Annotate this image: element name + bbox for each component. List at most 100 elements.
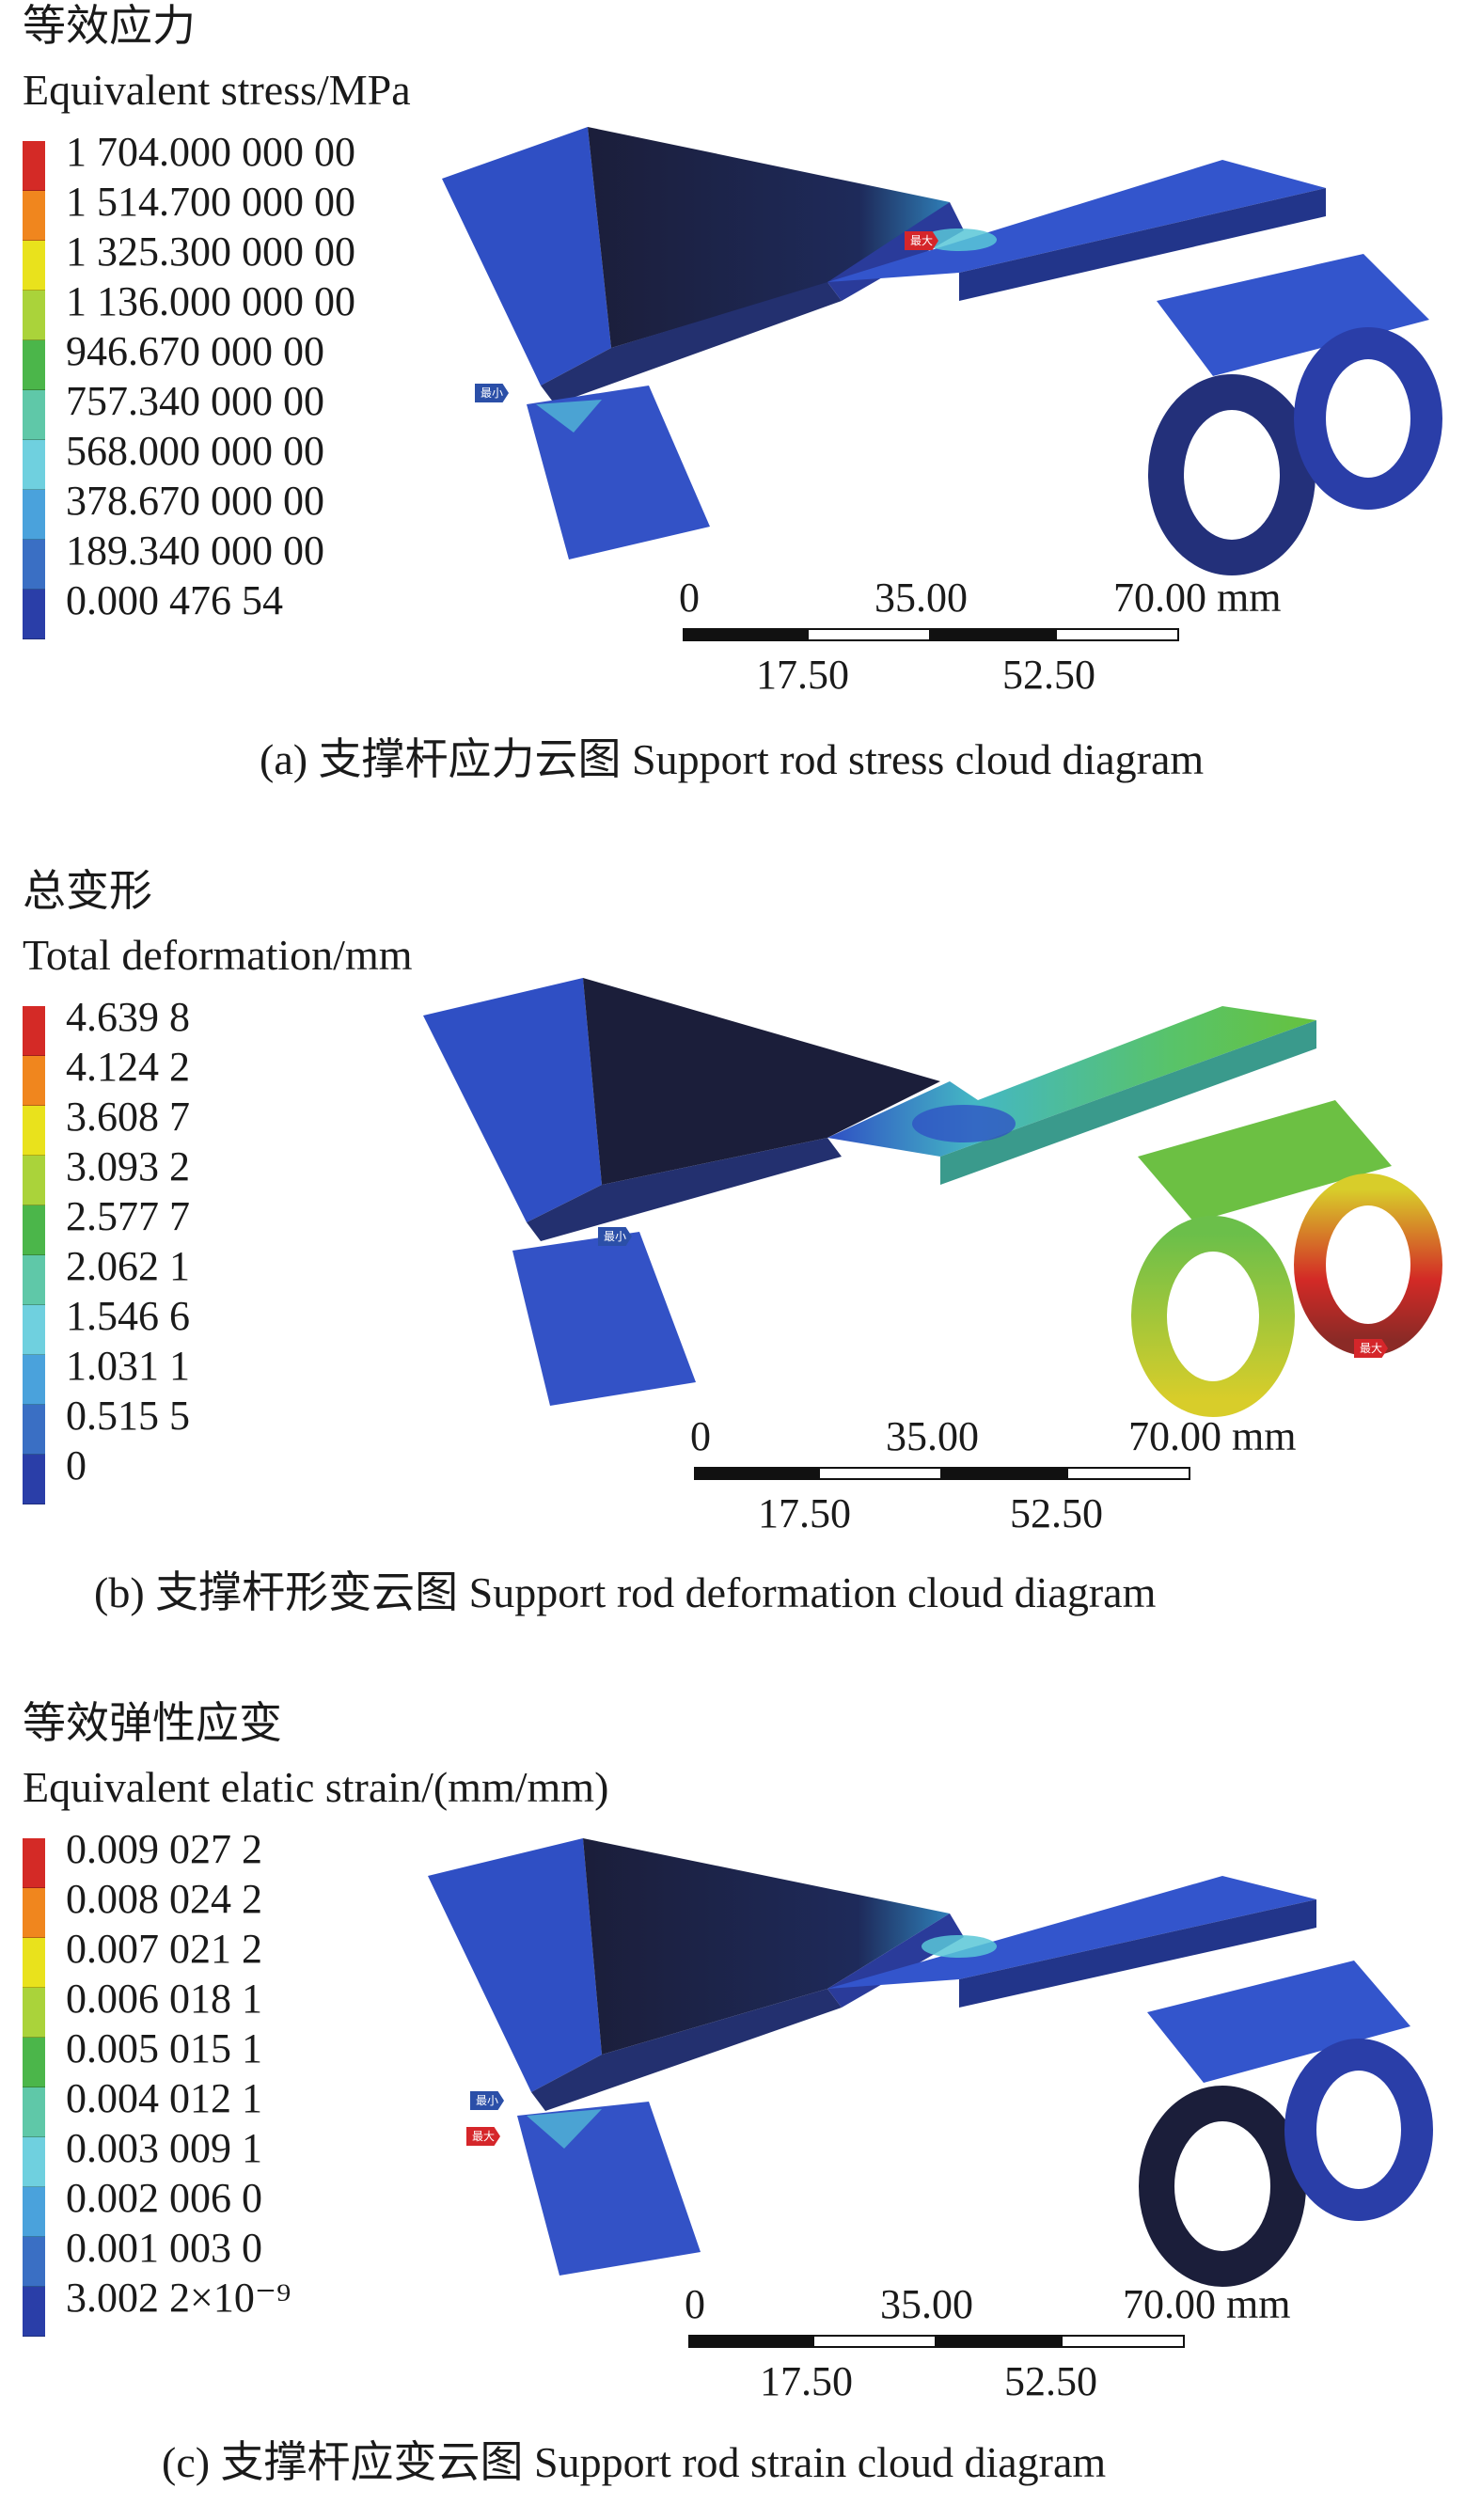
legend-label: 3.002 2×10⁻⁹ bbox=[66, 2275, 291, 2321]
legend-swatch bbox=[23, 1405, 45, 1455]
legend-label: 1.546 6 bbox=[66, 1293, 190, 1339]
scale-label-70: 70.00 mm bbox=[1123, 2281, 1291, 2327]
legend-swatch bbox=[23, 1355, 45, 1405]
scale-seg-2 bbox=[807, 628, 931, 641]
strain-title-en: Equivalent elatic strain/(mm/mm) bbox=[23, 1763, 609, 1811]
legend-swatch bbox=[23, 2087, 45, 2137]
legend-label: 378.670 000 00 bbox=[66, 478, 324, 524]
scale-seg-2 bbox=[818, 1467, 942, 1480]
legend-label: 0 bbox=[66, 1442, 87, 1488]
legend-label: 189.340 000 00 bbox=[66, 528, 324, 574]
stress-model-render bbox=[442, 127, 1442, 575]
legend-swatch bbox=[23, 1106, 45, 1156]
strain-scale-bar: 0 35.00 70.00 mm 17.50 52.50 bbox=[685, 2281, 1290, 2423]
scale-label-35: 35.00 bbox=[880, 2281, 973, 2327]
scale-label-52-5: 52.50 bbox=[1010, 1490, 1103, 1536]
legend-label: 0.007 021 2 bbox=[66, 1926, 262, 1972]
legend-label: 0.005 015 1 bbox=[66, 2025, 262, 2071]
legend-swatch bbox=[23, 191, 45, 241]
legend-swatch bbox=[23, 1988, 45, 2038]
legend-swatch bbox=[23, 2137, 45, 2187]
scale-label-52-5: 52.50 bbox=[1004, 2358, 1097, 2404]
deformation-model-render bbox=[423, 978, 1442, 1417]
legend-label: 0.002 006 0 bbox=[66, 2175, 262, 2221]
stress-title-en: Equivalent stress/MPa bbox=[23, 66, 411, 114]
scale-label-70: 70.00 mm bbox=[1128, 1413, 1297, 1459]
legend-swatch bbox=[23, 1156, 45, 1205]
legend-swatch bbox=[23, 1006, 45, 1056]
legend-label: 2.577 7 bbox=[66, 1193, 190, 1239]
legend-label: 3.608 7 bbox=[66, 1094, 190, 1140]
scale-seg-1 bbox=[683, 628, 807, 641]
legend-label: 1 325.300 000 00 bbox=[66, 228, 355, 275]
legend-swatch bbox=[23, 2187, 45, 2237]
scale-seg-1 bbox=[694, 1467, 818, 1480]
scale-label-0: 0 bbox=[685, 2281, 705, 2327]
scale-seg-4 bbox=[1055, 628, 1179, 641]
legend-label: 0.515 5 bbox=[66, 1393, 190, 1439]
legend-label: 1 514.700 000 00 bbox=[66, 179, 355, 225]
stress-title-cn: 等效应力 bbox=[23, 2, 196, 50]
legend-swatch bbox=[23, 291, 45, 340]
scale-label-17-5: 17.50 bbox=[756, 652, 849, 698]
strain-caption: (c) 支撑杆应变云图 Support rod strain cloud dia… bbox=[162, 2438, 1107, 2486]
scale-seg-1 bbox=[688, 2335, 812, 2348]
legend-swatch bbox=[23, 440, 45, 490]
legend-swatch bbox=[23, 2237, 45, 2287]
legend-label: 3.093 2 bbox=[66, 1143, 190, 1189]
legend-swatch bbox=[23, 390, 45, 440]
legend-swatch bbox=[23, 1305, 45, 1355]
scale-label-17-5: 17.50 bbox=[760, 2358, 853, 2404]
scale-label-35: 35.00 bbox=[886, 1413, 979, 1459]
legend-swatch bbox=[23, 340, 45, 390]
panel-strain: 最小 最大 等效弹性应变 Equivalent elatic strain/(m… bbox=[0, 1688, 1481, 2520]
scale-label-0: 0 bbox=[679, 575, 700, 621]
scale-label-70: 70.00 mm bbox=[1113, 575, 1282, 621]
stress-caption: (a) 支撑杆应力云图 Support rod stress cloud dia… bbox=[260, 735, 1205, 783]
legend-swatch bbox=[23, 1938, 45, 1988]
stress-scale-bar: 0 35.00 70.00 mm 17.50 52.50 bbox=[679, 575, 1281, 717]
legend-label: 757.340 000 00 bbox=[66, 378, 324, 424]
legend-label: 0.000 476 54 bbox=[66, 577, 283, 623]
scale-label-0: 0 bbox=[690, 1413, 711, 1459]
legend-label: 1 136.000 000 00 bbox=[66, 278, 355, 324]
legend-swatch bbox=[23, 1455, 45, 1504]
legend-label: 4.124 2 bbox=[66, 1044, 190, 1090]
strain-title-cn: 等效弹性应变 bbox=[23, 1699, 282, 1747]
legend-label: 0.009 027 2 bbox=[66, 1826, 262, 1872]
legend-swatch bbox=[23, 540, 45, 590]
legend-label: 0.001 003 0 bbox=[66, 2225, 262, 2271]
scale-seg-4 bbox=[1061, 2335, 1185, 2348]
min-probe-marker: 最小 bbox=[475, 384, 510, 402]
scale-seg-2 bbox=[812, 2335, 937, 2348]
scale-seg-4 bbox=[1066, 1467, 1190, 1480]
deformation-caption: (b) 支撑杆形变云图 Support rod deformation clou… bbox=[94, 1568, 1157, 1616]
strain-model-render bbox=[428, 1838, 1433, 2287]
deformation-scale-bar: 0 35.00 70.00 mm 17.50 52.50 bbox=[690, 1413, 1296, 1555]
legend-swatch bbox=[23, 1255, 45, 1305]
scale-label-35: 35.00 bbox=[874, 575, 968, 621]
legend-label: 946.670 000 00 bbox=[66, 328, 324, 374]
legend-label: 1 704.000 000 00 bbox=[66, 129, 355, 175]
legend-swatch bbox=[23, 1056, 45, 1106]
legend-label: 0.003 009 1 bbox=[66, 2125, 262, 2171]
scale-seg-3 bbox=[942, 1467, 1066, 1480]
legend-swatch bbox=[23, 241, 45, 291]
max-probe-marker: 最大 bbox=[905, 231, 939, 250]
legend-swatch bbox=[23, 590, 45, 639]
scale-label-52-5: 52.50 bbox=[1002, 652, 1095, 698]
legend-label: 0.006 018 1 bbox=[66, 1976, 262, 2022]
legend-swatch bbox=[23, 2287, 45, 2337]
legend-swatch bbox=[23, 141, 45, 191]
min-probe-marker: 最小 bbox=[470, 2091, 505, 2110]
scale-seg-3 bbox=[931, 628, 1055, 641]
panel-stress: 最小 最大 等效应力 Equivalent stress/MPa 1 704.0… bbox=[0, 0, 1481, 832]
legend-swatch bbox=[23, 1888, 45, 1938]
legend-label: 0.004 012 1 bbox=[66, 2075, 262, 2121]
min-probe-marker: 最小 bbox=[598, 1227, 633, 1246]
legend-swatch bbox=[23, 1205, 45, 1255]
